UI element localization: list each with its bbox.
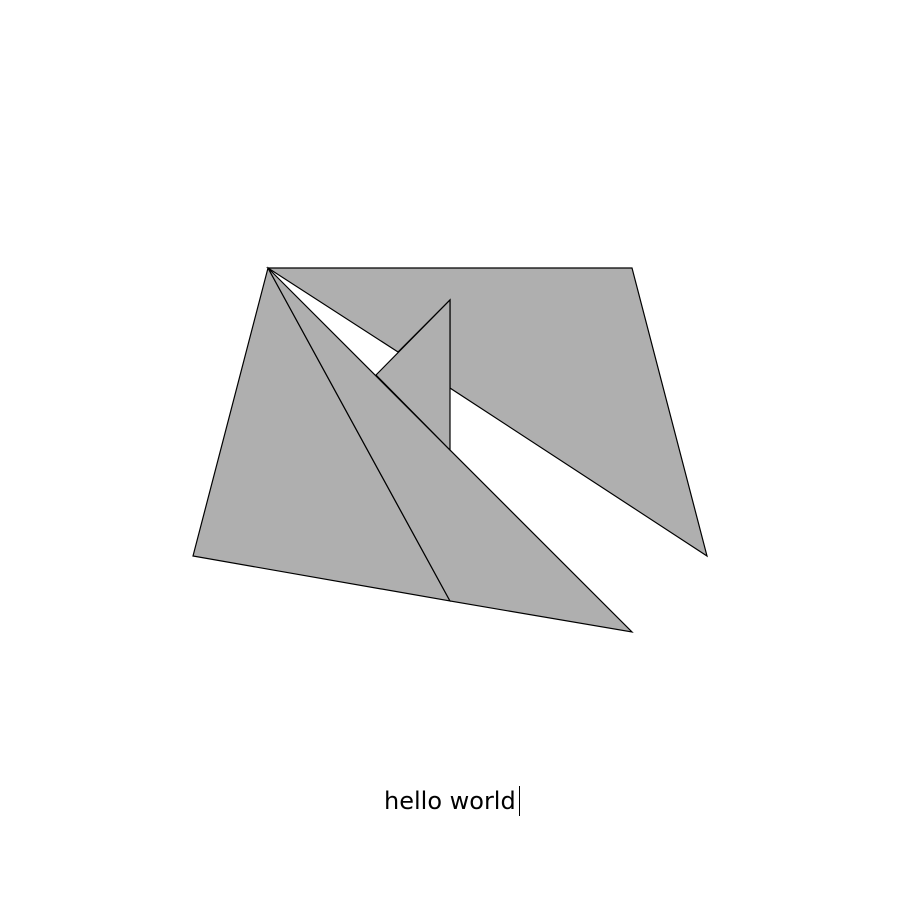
shape-group [192, 266, 708, 633]
typed-text: hello world [384, 787, 516, 815]
text-input-area[interactable]: hello world [384, 783, 520, 819]
text-caret [518, 786, 520, 816]
small-triangle-shape[interactable] [375, 298, 451, 452]
